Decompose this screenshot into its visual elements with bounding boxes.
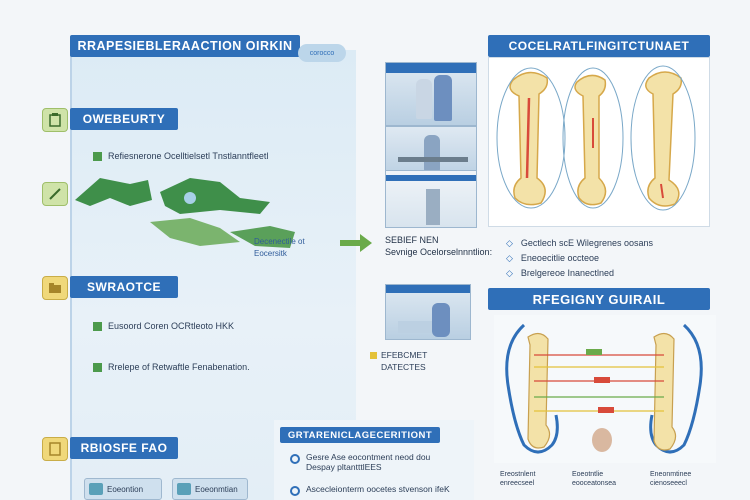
right-top-title: COCELRATLFINGITCTUNAET — [508, 39, 690, 53]
badge-square-icon — [370, 351, 377, 359]
middle-caption: SEBIEF NEN Sevnige Ocelorselnnntlion: — [385, 234, 492, 258]
section-label-3-text: RBIOSFE FAO — [80, 441, 168, 455]
fracture-line-3 — [660, 183, 664, 199]
pen-icon — [42, 182, 68, 206]
bottom-card-2-text: Eoeonmtian — [195, 484, 238, 494]
map-shape-lower — [150, 218, 240, 246]
bottom-card-1: Eoeontion — [84, 478, 162, 500]
right-bottom-captions: Ereostnlent enreecseel Eoeotntlie eoocea… — [500, 470, 710, 488]
bottom-info-item-1-text: Gesre Ase eocontment neod dou Despay plt… — [306, 452, 431, 472]
guide-figure — [592, 428, 612, 452]
guide-bone-left — [527, 332, 551, 449]
map-caption-line-1: Decenectile ot — [254, 237, 305, 246]
legend-bullet-icon: ◇ — [506, 238, 513, 248]
card-icon-2 — [177, 483, 191, 495]
map-shape-middle — [160, 178, 270, 214]
middle-badge-label: EFEBCMET — [381, 350, 428, 360]
right-legend: ◇ Gectlech scE Wilegrenes oosans ◇ Eneoe… — [506, 236, 653, 281]
map-shape-left — [75, 178, 152, 206]
section-1-item: Refiesnerone Ocelltielsetl Tnstlanntflee… — [93, 151, 268, 161]
bone-illustration — [496, 65, 696, 211]
middle-badge-sub: DATECTES — [381, 362, 426, 372]
bullet-icon — [93, 151, 102, 161]
clinic-photo-1 — [385, 62, 477, 126]
right-caption-1: Ereostnlent enreecseel — [500, 471, 536, 487]
fracture-line-1 — [525, 97, 531, 179]
guide-bone-right — [653, 332, 677, 451]
legend-item-3: Brelgereoe Inanectlned — [520, 268, 614, 278]
legend-item-2: Eneoecitlie occteoe — [520, 253, 599, 263]
right-caption-2: Eoeotntlie eooceatonsea — [572, 471, 616, 487]
section-2-item-2-text: Rrelepe of Retwaftle Fenabenation. — [108, 362, 250, 372]
right-caption-3: Eneonmtinee cienoseeecl — [650, 471, 692, 487]
bottom-info-title-text: GRTARENICLAGECERITIONT — [287, 429, 433, 441]
section-label-2-text: SWRAOTCE — [87, 280, 161, 294]
right-top-title-bar: COCELRATLFINGITCTUNAET — [488, 35, 710, 57]
bone-3 — [645, 71, 683, 207]
bottom-card-2: Eoeonmtian — [172, 478, 248, 500]
radio-icon — [290, 486, 300, 496]
legend-item-1: Gectlech scE Wilegrenes oosans — [520, 238, 653, 248]
guide-outline-left — [505, 323, 559, 454]
section-label-1-text: OWEBEURTY — [82, 112, 166, 126]
bone-illustration-panel — [488, 57, 710, 227]
guide-marker-1 — [586, 349, 602, 355]
section-2-item-1: Eusoord Coren OCRtleoto HKK — [93, 321, 234, 331]
section-2-item-1-text: Eusoord Coren OCRtleoto HKK — [108, 321, 235, 331]
card-icon-1 — [89, 483, 103, 495]
section-2-item-2: Rrelepe of Retwaftle Fenabenation. — [93, 362, 250, 372]
bottom-info-item-1: Gesre Ase eocontment neod dou Despay plt… — [290, 452, 460, 472]
bullet-icon — [93, 321, 102, 331]
middle-badge: EFEBCMET DATECTES — [370, 349, 427, 373]
legend-bullet-icon: ◇ — [506, 253, 513, 263]
legend-bullet-icon: ◇ — [506, 268, 513, 278]
bone-2 — [574, 74, 607, 206]
radio-icon — [290, 454, 300, 464]
arrow-right-icon — [340, 234, 372, 252]
bottom-info-title: GRTARENICLAGECERITIONT — [280, 427, 440, 443]
folder-icon — [42, 276, 68, 300]
document-icon — [42, 437, 68, 461]
section-label-1: OWEBEURTY — [70, 108, 178, 130]
right-bottom-title: RFEGIGNY GUIRAIL — [532, 291, 666, 307]
map-marker — [184, 192, 196, 204]
left-title: RRAPESIEBLERAACTION OIRKIN — [77, 39, 293, 53]
clipboard-icon — [42, 108, 68, 132]
guide-marker-3 — [598, 407, 614, 413]
bottom-info-item-2: Ascecleionterm oocetes stvenson ifeK — [290, 484, 470, 496]
left-title-bar: RRAPESIEBLERAACTION OIRKIN — [70, 35, 300, 57]
map-shape-right — [230, 226, 295, 248]
middle-caption-sub: Sevnige Ocelorselnnntlion: — [385, 247, 493, 257]
guide-illustration-panel — [494, 315, 716, 463]
section-1-item-text: Refiesnerone Ocelltielsetl Tnstlanntflee… — [108, 151, 269, 161]
section-label-3: RBIOSFE FAO — [70, 437, 178, 459]
bottom-card-1-text: Eoeontion — [107, 484, 144, 494]
guide-outline-right — [649, 323, 703, 454]
clinic-photo-3 — [385, 170, 477, 228]
region-map — [75, 178, 295, 248]
left-badge: corocco — [298, 44, 346, 62]
left-badge-label: corocco — [309, 49, 335, 57]
guide-illustration — [505, 323, 703, 454]
bullet-icon — [93, 362, 102, 372]
clinic-photo-4 — [385, 284, 471, 340]
right-bottom-title-bar: RFEGIGNY GUIRAIL — [488, 288, 710, 310]
bottom-info-item-2-text: Ascecleionterm oocetes stvenson ifeK — [306, 484, 450, 494]
section-label-2: SWRAOTCE — [70, 276, 178, 298]
map-caption-line-2: Eocersitk — [254, 249, 287, 258]
guide-marker-2 — [594, 377, 610, 383]
map-caption: Decenectile ot Eocersitk — [254, 236, 305, 260]
middle-caption-title: SEBIEF NEN — [385, 235, 439, 245]
